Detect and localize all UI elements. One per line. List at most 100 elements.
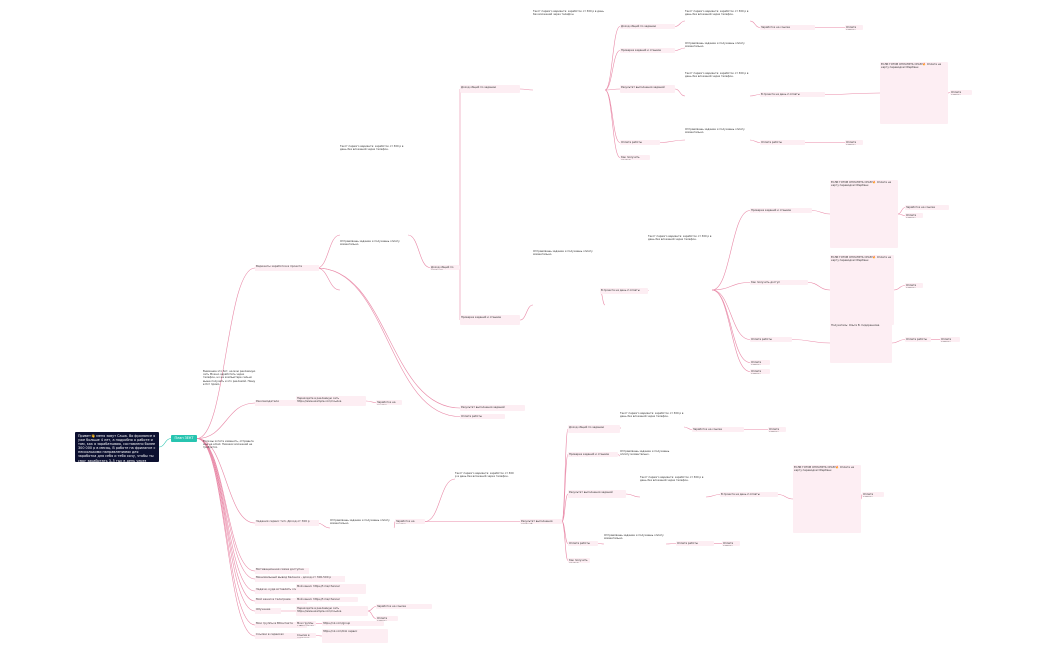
- low-card-6[interactable]: Заработок на ссылке: [692, 427, 744, 432]
- connector-p1-c1: [407, 234, 431, 268]
- low-card-3[interactable]: Результат выполнения заданий: [568, 490, 626, 498]
- connector-m5-m10: [791, 339, 831, 344]
- variant-one-card[interactable]: Доход общий по заданию: [460, 85, 520, 93]
- low-card-5[interactable]: Как получить доступ: [568, 558, 590, 563]
- mid-action-3[interactable]: Оплата работы: [905, 283, 923, 288]
- hub-node[interactable]: План ЗЕКТ: [171, 435, 197, 442]
- mid-action-2[interactable]: Оплата работы: [905, 213, 923, 218]
- connector-k8-k9: [315, 635, 323, 637]
- intro-text-2[interactable]: Если вы хотите изменить, отправьте мне н…: [203, 440, 254, 450]
- right-card-4[interactable]: Оплата работы: [620, 140, 660, 145]
- right-card-5[interactable]: Как получить доступ: [620, 155, 650, 160]
- mid-desc[interactable]: Текст первого варианта: заработок от 300…: [648, 235, 712, 242]
- low-desc-3[interactable]: Текст первого варианта: заработок от 300…: [640, 476, 704, 483]
- link-tasks-card[interactable]: Мой канал: https://t.me/channel: [296, 584, 366, 594]
- low-desc-4[interactable]: Отправляешь задание и получаешь оплату м…: [604, 534, 664, 541]
- right-desc-4[interactable]: Отправляешь задание и получаешь оплату м…: [685, 128, 745, 135]
- payment-card-4[interactable]: Получатель: Ольга В. Сидоренкова: [830, 323, 892, 363]
- mid-card-3[interactable]: Как получить доступ: [750, 280, 808, 285]
- task-sub[interactable]: Заработок на ссылке: [395, 519, 425, 524]
- intro-text[interactable]: Внимание это бот, на мою рекламную сеть …: [203, 370, 256, 386]
- low-card-10[interactable]: Оплата работы: [722, 541, 740, 546]
- payment-card-5[interactable]: ЕСЛИ ГОТОВ ОПЛАТИТЬ СРАЗУ🔥 Оплата на кар…: [793, 465, 861, 533]
- variant-description-1[interactable]: Текст первого варианта: заработок от 300…: [340, 145, 404, 152]
- low-desc-2[interactable]: Отправляешь задание и получаешь оплату м…: [620, 450, 670, 457]
- connector-s2-pb: [519, 304, 534, 321]
- connector-b1-s3b: [316, 267, 461, 417]
- branch-service-links[interactable]: Ссылки в сервисах: [255, 632, 301, 639]
- right-card-6[interactable]: Заработок на ссылке: [760, 25, 815, 30]
- payment-action-5[interactable]: Оплата работы: [862, 492, 884, 497]
- branch-earning-options[interactable]: Варианты заработка в проекте: [255, 264, 319, 271]
- mid-action-5[interactable]: Оплата работы: [940, 337, 960, 342]
- right-desc-1[interactable]: Текст первого варианта: заработок от 300…: [685, 10, 749, 17]
- right-desc-3[interactable]: Текст первого варианта: заработок от 300…: [685, 72, 749, 79]
- service-link-detail[interactable]: https://vk.com/link сервис: [322, 629, 388, 643]
- branch-tasks[interactable]: Задания сервис тип. Доход от 300 р: [255, 519, 319, 526]
- variant-two-card[interactable]: Проверка заданий и отзывов: [460, 315, 520, 325]
- low-card-1[interactable]: Доход общий по заданию: [568, 425, 620, 433]
- branch-motivation[interactable]: Мотивационная схема доступна: [255, 567, 309, 574]
- mid-card-6[interactable]: Оплата работы: [750, 369, 770, 374]
- variant-three-card[interactable]: Результат выполнения заданий: [460, 405, 525, 411]
- instruction-block-1[interactable]: Текст первого варианта: заработок от 300…: [533, 10, 604, 17]
- mid-card-4[interactable]: Оплата работы: [750, 337, 792, 342]
- connector-m2-m5: [711, 289, 751, 340]
- right-card-1[interactable]: Доход общий по заданию: [620, 24, 675, 29]
- low-card-7[interactable]: В проекте на день 2 оплаты: [720, 492, 778, 497]
- connector-l8-l11: [705, 494, 721, 498]
- mid-card-1[interactable]: В проекте на день 2 оплаты: [600, 288, 648, 294]
- connector-q4-l3: [561, 493, 569, 522]
- connector-m2-m4: [711, 282, 751, 291]
- branch-tg-channel[interactable]: Мой канал в телеграме: [255, 597, 307, 604]
- branch-min-withdraw[interactable]: Минимальный вывод баланса - доход от 300…: [255, 575, 345, 582]
- low-card-2[interactable]: Проверка заданий и отзывов: [568, 452, 618, 457]
- connector-s1-pa: [519, 88, 534, 91]
- vk-groups-card[interactable]: Мои группы в ВКонтакте: [296, 621, 316, 626]
- right-card-9[interactable]: Оплата работы: [845, 25, 863, 30]
- right-desc-2[interactable]: Отправляешь задание и получаешь оплату м…: [685, 42, 745, 49]
- right-card-2[interactable]: Проверка заданий и отзывов: [620, 48, 675, 53]
- connector-l3-l8: [625, 493, 641, 498]
- earn-card-mid[interactable]: Доход общий по заданию: [430, 265, 460, 270]
- payment-action-1[interactable]: Оплата работы: [950, 90, 972, 95]
- root-node[interactable]: Привет👋 меня зовут Саша. Во фрилансе я у…: [75, 432, 159, 467]
- connector-r1-r6: [674, 20, 686, 27]
- task-desc-2[interactable]: Текст первого варианта: заработок от 300…: [455, 472, 514, 479]
- education-sub-1[interactable]: Заработок на ссылке: [376, 604, 432, 609]
- advertiser-link-card[interactable]: Переходите в рекламную сеть https://www.…: [296, 396, 366, 406]
- connector-m3-m8: [811, 210, 831, 215]
- mid-card-2[interactable]: Проверка заданий и отзывов: [750, 208, 812, 213]
- connector-pa-r3: [604, 88, 621, 91]
- task-desc[interactable]: Отправляешь задание и получаешь оплату м…: [330, 519, 390, 526]
- tg-channel-card[interactable]: Мой канал: https://t.me/channel: [296, 597, 358, 602]
- right-card-10[interactable]: Оплата работы: [845, 140, 863, 145]
- task-result[interactable]: Результат выполнения заданий: [520, 519, 562, 524]
- variant-description-2[interactable]: Отправляешь задание и получаешь оплату м…: [340, 240, 400, 247]
- payment-card-3[interactable]: ЕСЛИ ГОТОВ ОПЛАТИТЬ СРАЗУ🔥 Оплата на кар…: [830, 255, 894, 325]
- service-links-card[interactable]: Ссылки в сервисах: [296, 633, 316, 638]
- branch-vk-groups[interactable]: Мои группы в ВКонтакте: [255, 621, 307, 628]
- advertiser-sub[interactable]: Заработок на ссылке: [376, 400, 402, 405]
- connector-rc-rc2: [365, 400, 377, 403]
- payment-card-2[interactable]: ЕСЛИ ГОТОВ ОПЛАТИТЬ СРАЗУ🔥 Оплата на кар…: [830, 180, 898, 248]
- branch-education[interactable]: Обучение: [255, 607, 281, 614]
- branch-link-tasks[interactable]: Задачи, куда вставлять ссылку: [255, 587, 317, 594]
- low-desc-1[interactable]: Текст первого варианта: заработок от 300…: [620, 412, 684, 419]
- low-card-9[interactable]: Оплата работы: [768, 427, 786, 432]
- low-card-4[interactable]: Оплата работы: [568, 541, 598, 546]
- right-card-7[interactable]: В проекте на день 2 оплаты: [760, 92, 825, 97]
- instruction-block-2[interactable]: Отправляешь задание и получаешь оплату м…: [533, 250, 593, 257]
- mid-action-1[interactable]: Заработок на ссылке: [905, 205, 949, 210]
- education-sub-2[interactable]: Оплата работы: [376, 616, 398, 621]
- mid-action-4[interactable]: Оплата работы: [905, 337, 931, 342]
- right-card-8[interactable]: Оплата работы: [760, 140, 805, 145]
- right-card-3[interactable]: Результат выполнения заданий: [620, 85, 675, 93]
- payment-card-1[interactable]: ЕСЛИ ГОТОВ ОПЛАТИТЬ СРАЗУ🔥 Оплата на кар…: [880, 62, 948, 124]
- mid-card-5[interactable]: Оплата работы: [750, 360, 770, 365]
- low-card-8[interactable]: Оплата работы: [676, 541, 714, 546]
- branch-advertisers[interactable]: Рекламодатели: [255, 399, 305, 406]
- variant-three-sub[interactable]: Оплата работы: [460, 414, 505, 419]
- vk-link-card[interactable]: https://vk.com/group: [322, 621, 384, 626]
- education-card[interactable]: Переходите в рекламную сеть https://www.…: [296, 606, 368, 616]
